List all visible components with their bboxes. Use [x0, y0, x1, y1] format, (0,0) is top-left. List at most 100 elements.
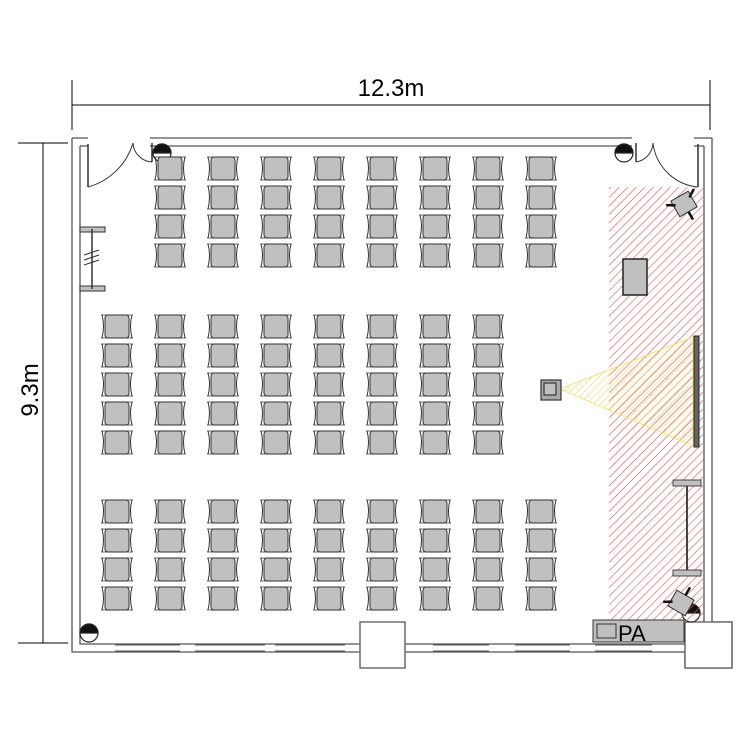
chair — [419, 214, 451, 239]
chair — [313, 314, 345, 339]
chair — [472, 430, 504, 455]
chair — [419, 343, 451, 368]
chair — [207, 557, 239, 582]
chair — [313, 430, 345, 455]
chair — [366, 499, 398, 524]
side-board — [79, 226, 106, 292]
chair — [419, 586, 451, 611]
chair — [419, 314, 451, 339]
chair — [207, 343, 239, 368]
chair — [313, 185, 345, 210]
chair — [260, 156, 292, 181]
chair — [260, 185, 292, 210]
chair — [101, 586, 133, 611]
pa-label: PA — [618, 621, 646, 646]
chair — [260, 314, 292, 339]
chair — [472, 185, 504, 210]
chair — [207, 586, 239, 611]
chair — [525, 557, 557, 582]
chair — [366, 185, 398, 210]
middle-block — [101, 314, 504, 455]
door-right — [635, 142, 699, 188]
chair — [207, 314, 239, 339]
chair — [260, 499, 292, 524]
chair — [154, 372, 186, 397]
chair — [419, 185, 451, 210]
chair — [525, 156, 557, 181]
projector-icon — [540, 379, 562, 401]
chair — [207, 243, 239, 268]
chair — [313, 343, 345, 368]
windows — [115, 644, 652, 652]
chair — [207, 156, 239, 181]
chair — [260, 214, 292, 239]
chair — [101, 430, 133, 455]
chair — [154, 185, 186, 210]
chair — [207, 528, 239, 553]
chair — [472, 528, 504, 553]
chair — [207, 401, 239, 426]
chair — [313, 214, 345, 239]
chair — [154, 586, 186, 611]
chair — [366, 343, 398, 368]
chair — [101, 343, 133, 368]
chair — [419, 401, 451, 426]
chair — [101, 557, 133, 582]
chair — [313, 586, 345, 611]
chair — [313, 156, 345, 181]
chair — [472, 243, 504, 268]
chair — [154, 430, 186, 455]
chair — [366, 314, 398, 339]
chair — [366, 401, 398, 426]
chair — [472, 499, 504, 524]
chair — [419, 372, 451, 397]
chair — [260, 430, 292, 455]
width-dimension — [71, 80, 711, 130]
projection-beam — [558, 336, 694, 447]
chair — [366, 243, 398, 268]
chair — [366, 156, 398, 181]
chair — [313, 372, 345, 397]
chair — [525, 185, 557, 210]
chair — [525, 243, 557, 268]
width-label: 12.3m — [358, 75, 425, 102]
chair — [313, 243, 345, 268]
chair — [313, 557, 345, 582]
door-left — [87, 142, 153, 188]
chair — [260, 528, 292, 553]
whiteboard-stand — [672, 479, 702, 577]
chair — [525, 586, 557, 611]
chair — [207, 185, 239, 210]
rear-block — [101, 499, 557, 611]
chair — [472, 156, 504, 181]
chair — [154, 314, 186, 339]
chair — [472, 401, 504, 426]
chair — [260, 586, 292, 611]
chair — [525, 528, 557, 553]
chair — [313, 528, 345, 553]
pa-system — [592, 619, 685, 643]
chair — [366, 557, 398, 582]
chair — [154, 243, 186, 268]
chair — [207, 214, 239, 239]
lectern — [622, 258, 648, 296]
chair — [525, 214, 557, 239]
camera-icon — [666, 188, 698, 221]
chair — [207, 499, 239, 524]
chair — [366, 214, 398, 239]
chair — [154, 343, 186, 368]
chair — [101, 314, 133, 339]
front-block — [154, 156, 557, 268]
chair — [207, 372, 239, 397]
chair — [419, 557, 451, 582]
chair — [154, 401, 186, 426]
chair — [472, 557, 504, 582]
chair — [101, 372, 133, 397]
chair — [419, 156, 451, 181]
chair — [207, 430, 239, 455]
chair — [101, 401, 133, 426]
chair — [366, 586, 398, 611]
projection-screen — [693, 335, 700, 448]
chair — [260, 372, 292, 397]
